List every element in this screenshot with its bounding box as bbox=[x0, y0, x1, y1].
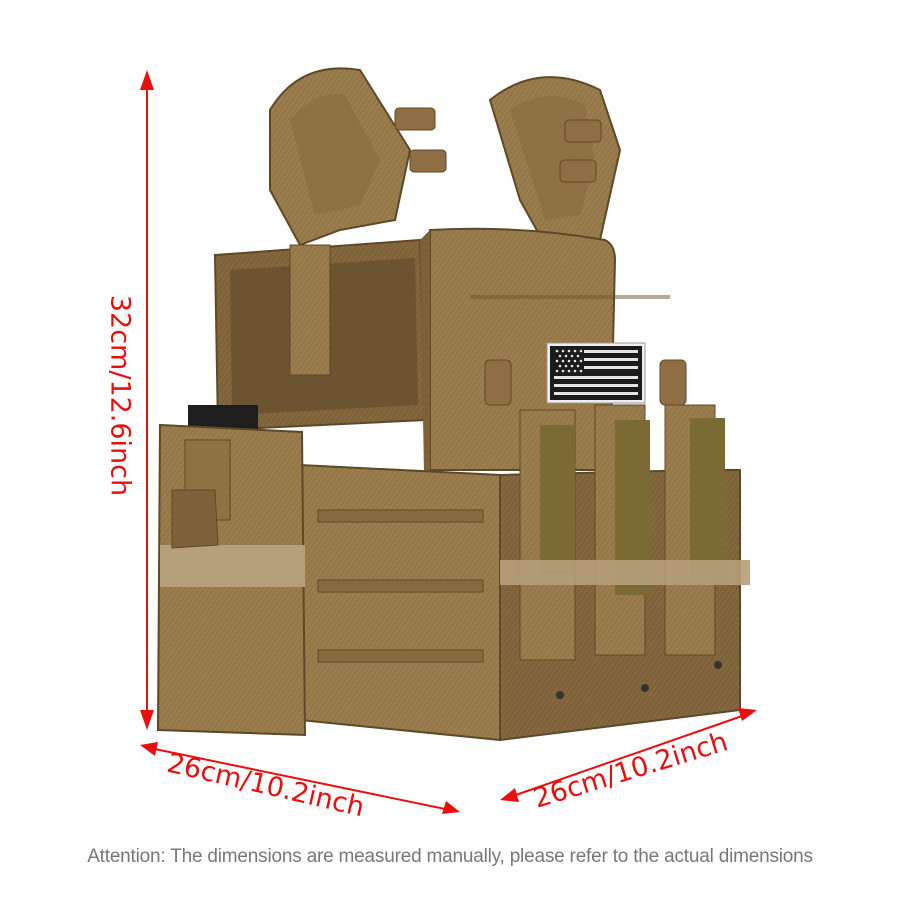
dimension-arrows bbox=[140, 70, 757, 814]
measurement-disclaimer: Attention: The dimensions are measured m… bbox=[87, 846, 813, 867]
height-dimension-label: 32cm/12.6inch bbox=[104, 294, 136, 497]
side-pouch bbox=[156, 405, 307, 737]
magazine-pouches bbox=[500, 404, 750, 699]
us-flag-patch bbox=[546, 342, 646, 404]
shoulder-straps bbox=[269, 67, 622, 376]
